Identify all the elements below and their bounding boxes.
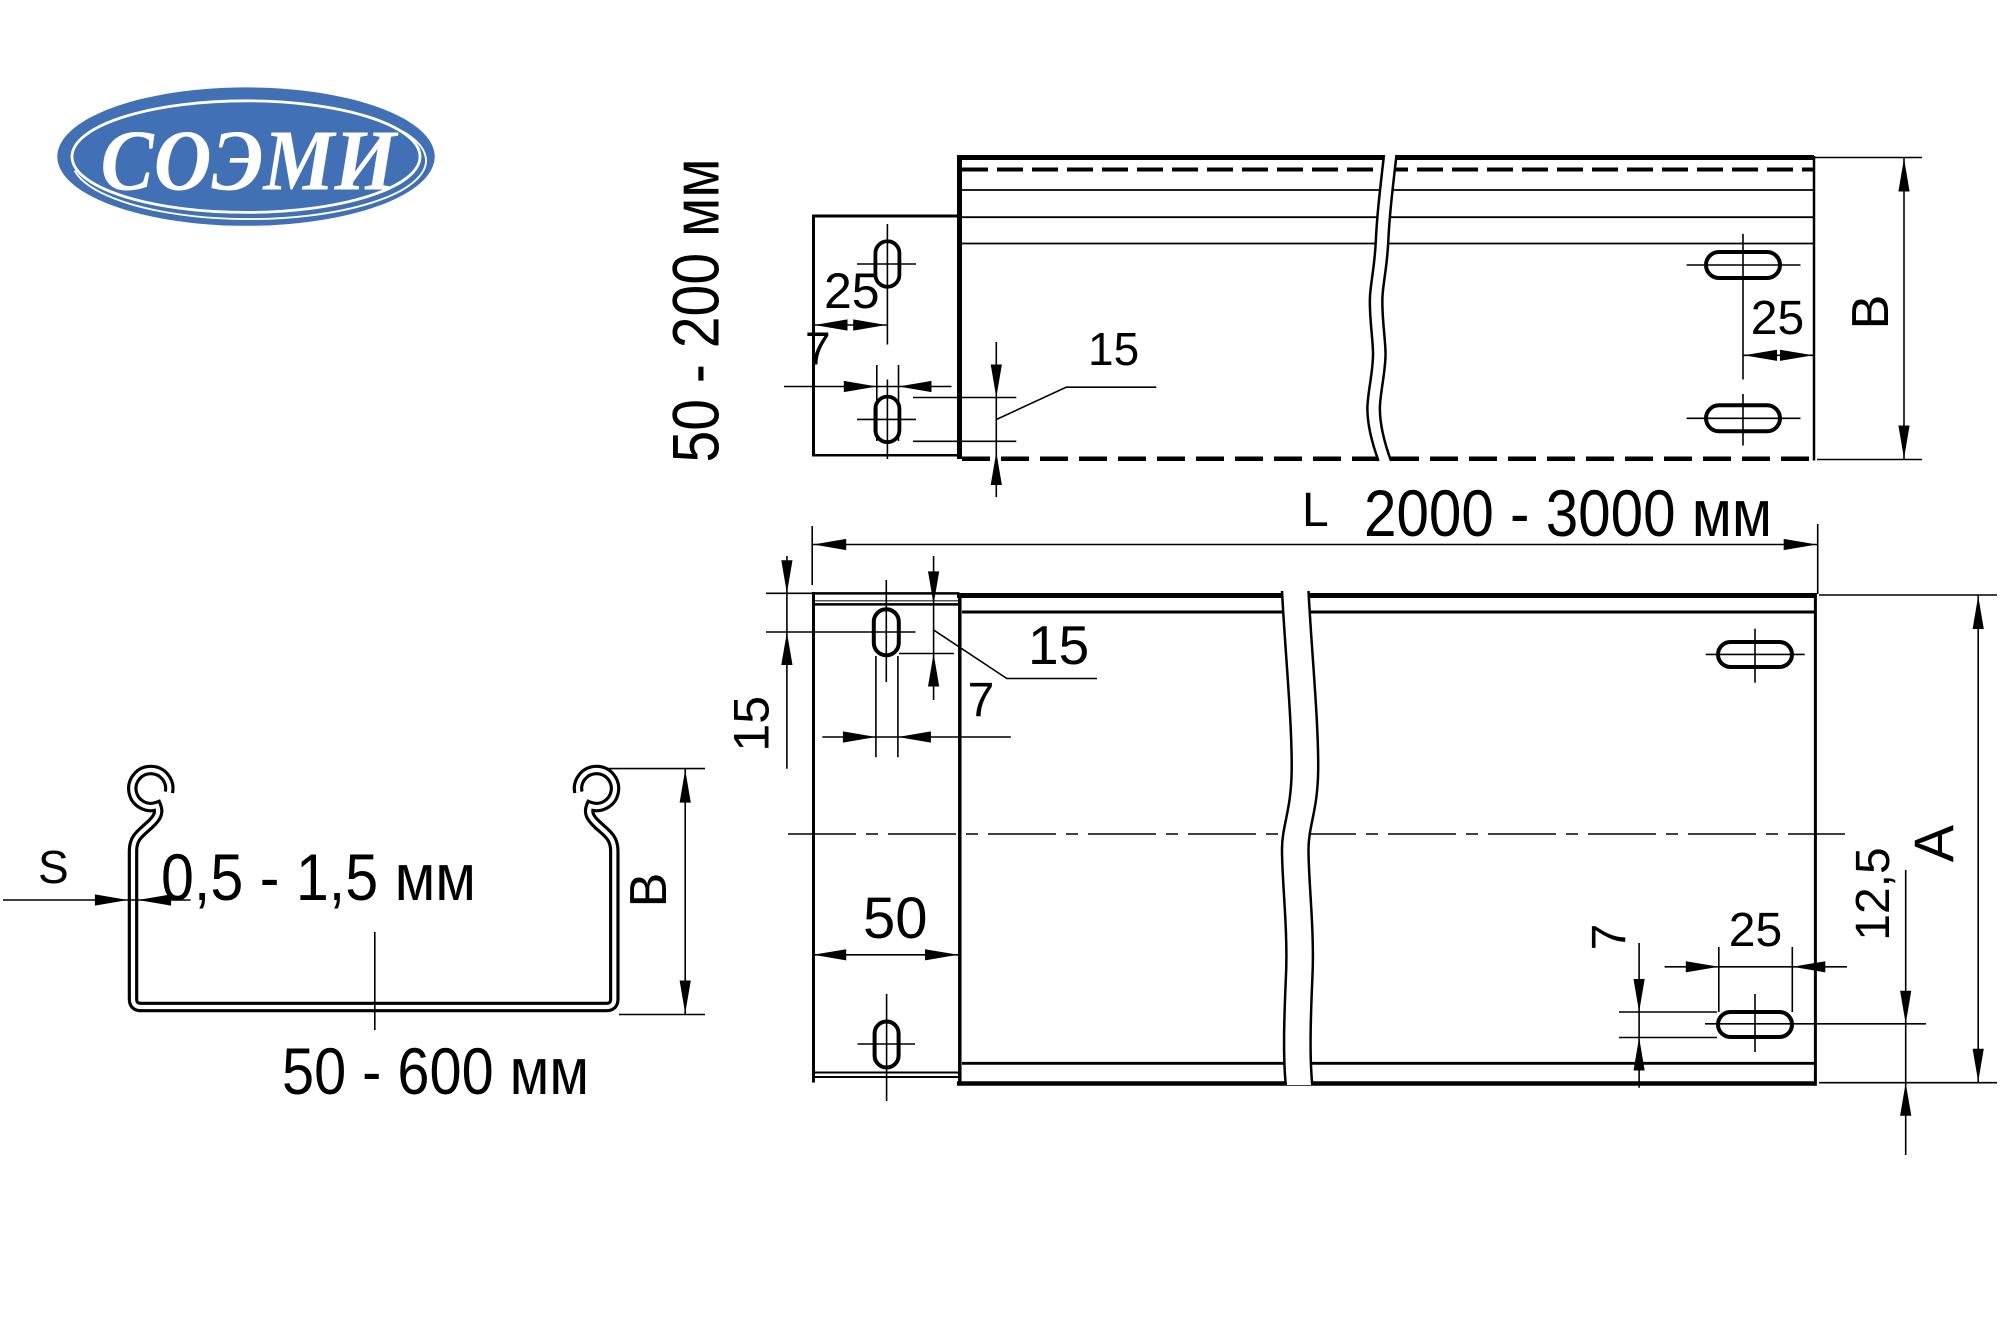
svg-text:0,5 - 1,5 мм: 0,5 - 1,5 мм <box>161 840 476 914</box>
svg-text:15: 15 <box>1088 323 1139 375</box>
svg-text:50: 50 <box>863 886 928 951</box>
svg-text:15: 15 <box>724 696 780 752</box>
svg-text:15: 15 <box>1028 614 1089 676</box>
svg-text:7: 7 <box>1583 924 1636 951</box>
svg-text:25: 25 <box>1729 904 1782 957</box>
svg-text:25: 25 <box>1751 292 1804 345</box>
svg-text:12,5: 12,5 <box>1847 847 1900 940</box>
svg-text:7: 7 <box>968 674 995 727</box>
svg-text:25: 25 <box>824 263 880 319</box>
svg-text:A: A <box>1902 824 1965 862</box>
svg-text:50 - 200 мм: 50 - 200 мм <box>659 159 733 463</box>
svg-text:S: S <box>38 841 69 893</box>
svg-text:50 - 600 мм: 50 - 600 мм <box>282 1034 589 1108</box>
svg-text:2000 - 3000 мм: 2000 - 3000 мм <box>1364 476 1772 550</box>
svg-text:L: L <box>1302 484 1329 537</box>
svg-text:B: B <box>1842 295 1900 330</box>
svg-text:7: 7 <box>805 323 831 375</box>
svg-text:СОЭМИ: СОЭМИ <box>101 112 399 209</box>
svg-text:B: B <box>620 873 678 908</box>
